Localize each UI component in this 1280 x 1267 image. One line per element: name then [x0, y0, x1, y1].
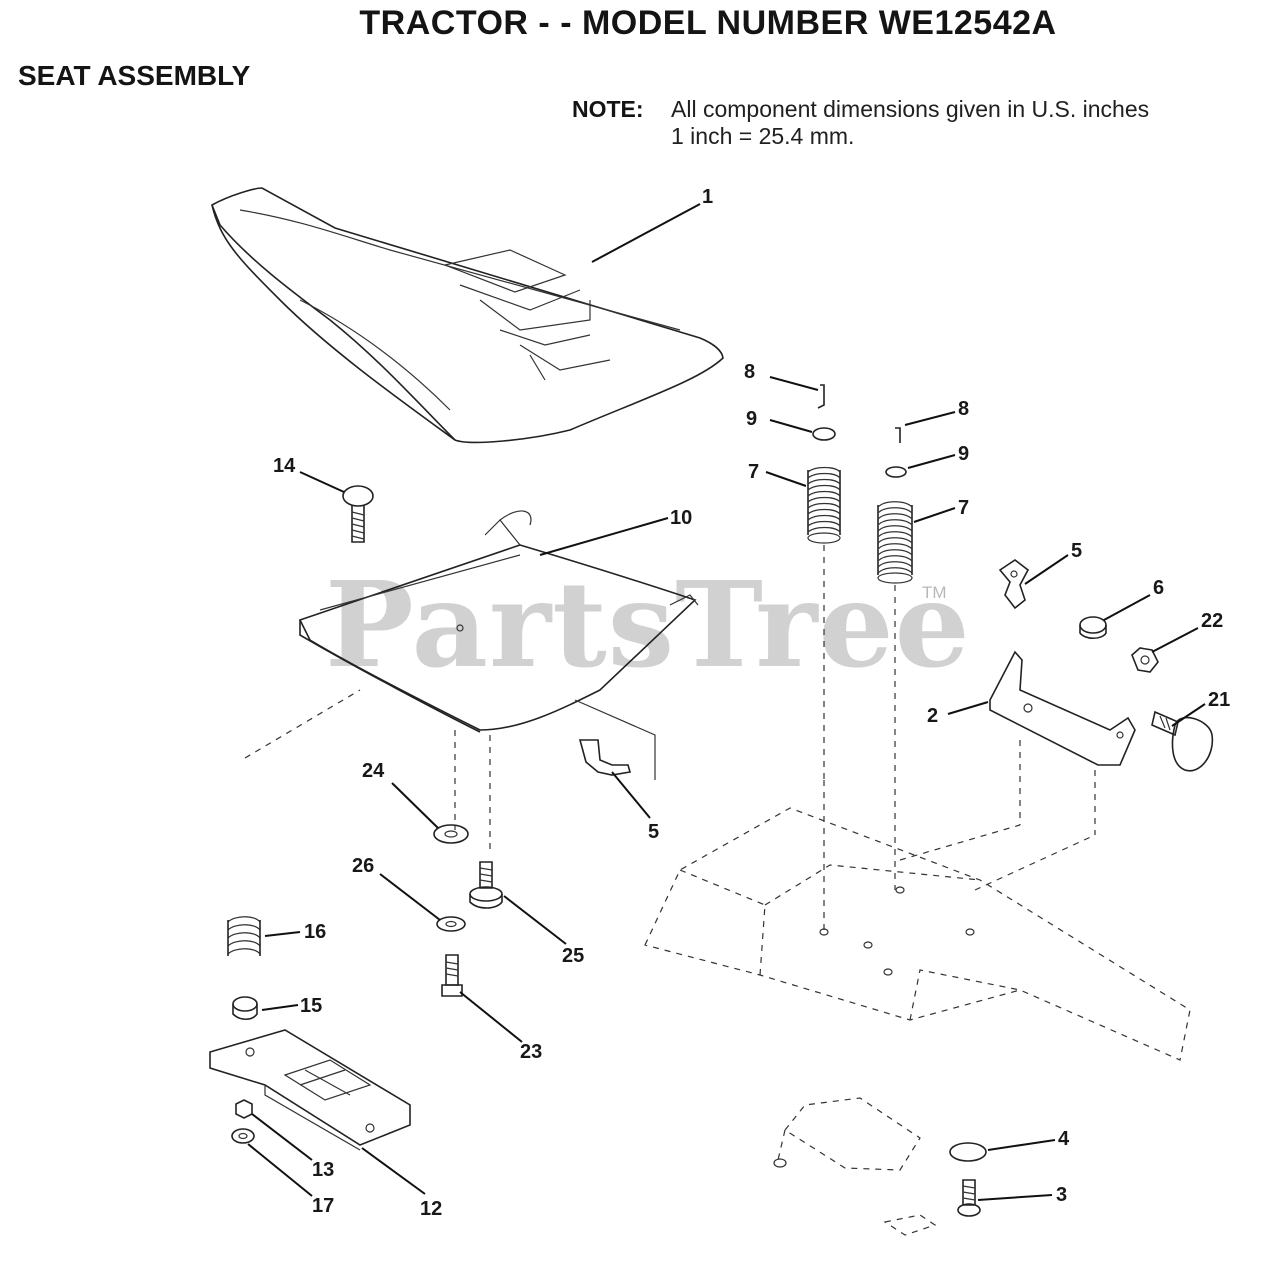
callout-carriage-bolt: 14 — [273, 455, 296, 477]
spring-left-part — [807, 466, 841, 544]
callout-washer-upper: 24 — [362, 760, 385, 782]
washer-front-part — [949, 1142, 987, 1162]
washer-left-part — [812, 427, 836, 441]
callout-washer-lower: 26 — [352, 855, 374, 877]
callout-spring-right: 7 — [958, 497, 969, 519]
watermark-logo: PartsTree — [325, 555, 971, 694]
callout-knob: 21 — [1208, 689, 1230, 711]
note-line-2: 1 inch = 25.4 mm. — [671, 123, 855, 149]
carriage-bolt-part — [342, 485, 374, 543]
knob-part — [1151, 710, 1214, 772]
spring-small-part — [227, 916, 261, 956]
seat-pan-part — [244, 510, 699, 759]
bushing-part — [232, 996, 258, 1021]
page-title: TRACTOR - - MODEL NUMBER WE12542A — [359, 4, 1057, 42]
clip-right-part — [998, 559, 1030, 610]
callout-clip-right: 5 — [1071, 540, 1082, 562]
callout-spring-small: 16 — [304, 921, 326, 943]
callout-washer-right: 9 — [958, 443, 969, 465]
pin-left-part — [817, 384, 825, 409]
nut-slide-part — [235, 1099, 253, 1119]
callout-seat: 1 — [702, 186, 713, 208]
cap-part — [1079, 616, 1107, 640]
washer-slide-part — [231, 1128, 255, 1144]
callout-clip-left: 5 — [648, 821, 659, 843]
callout-seat-pan: 10 — [670, 507, 692, 529]
tractor-frame-outline — [644, 807, 1191, 1236]
bracket-part — [899, 650, 1136, 891]
spring-right-part — [877, 501, 913, 584]
callout-spring-left: 7 — [748, 461, 759, 483]
note-line-1: All component dimensions given in U.S. i… — [671, 96, 1150, 122]
callout-slide-plate: 12 — [420, 1198, 442, 1220]
callout-nut-bracket: 22 — [1201, 610, 1223, 632]
nut-bracket-part — [1131, 647, 1159, 673]
callout-shoulder-bolt: 25 — [562, 945, 584, 967]
callout-pin-right: 8 — [958, 398, 969, 420]
callout-bracket: 2 — [927, 705, 938, 727]
callout-washer-left: 9 — [746, 408, 757, 430]
callout-nut-slide: 13 — [312, 1159, 334, 1181]
clip-left-part — [574, 699, 656, 780]
callout-pin-left: 8 — [744, 361, 755, 383]
watermark-trademark: TM — [922, 583, 947, 602]
callout-washer-slide: 17 — [312, 1195, 334, 1217]
callout-washer-front: 4 — [1058, 1128, 1070, 1150]
washer-right-part — [885, 466, 907, 478]
section-title: SEAT ASSEMBLY — [18, 60, 251, 91]
bolt-center-part — [441, 954, 463, 997]
callout-bolt-front: 3 — [1056, 1184, 1067, 1206]
callout-cap: 6 — [1153, 577, 1164, 599]
bolt-front-part — [957, 1179, 981, 1217]
washer-upper-part — [433, 824, 469, 844]
washer-lower-part — [436, 916, 466, 932]
pin-right-part — [895, 427, 901, 443]
slide-plate-part — [209, 1029, 411, 1151]
seat-part — [210, 187, 724, 444]
note-label: NOTE: — [572, 96, 644, 122]
shoulder-bolt-part — [469, 861, 503, 909]
callout-bolt-center: 23 — [520, 1041, 542, 1063]
callout-bushing: 15 — [300, 995, 322, 1017]
